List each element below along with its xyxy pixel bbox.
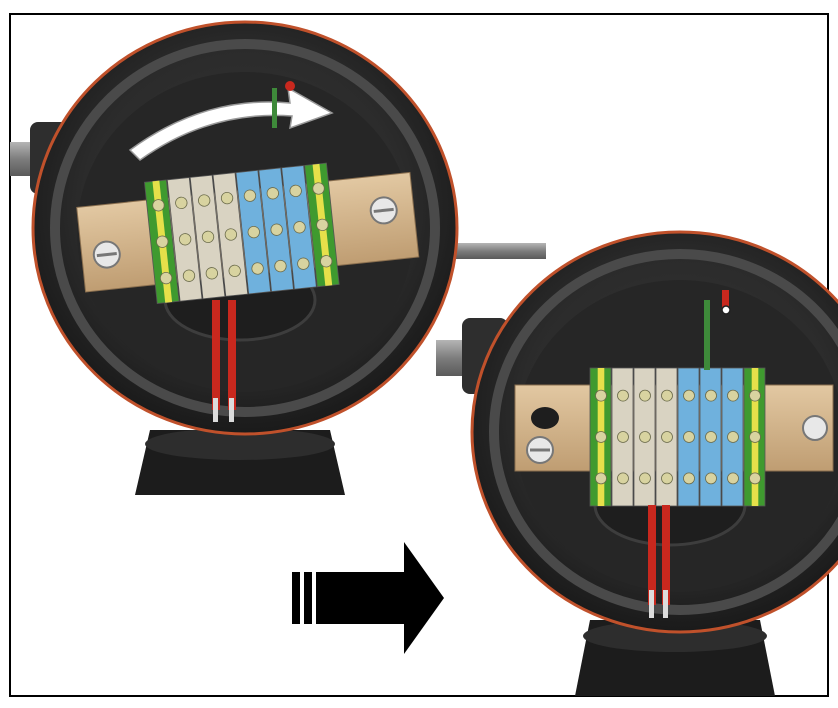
housing-after-rotation bbox=[436, 230, 838, 696]
rail-screw-right-b bbox=[802, 415, 828, 441]
right-terminal-screw bbox=[749, 389, 761, 402]
right-terminal-screw bbox=[705, 472, 717, 485]
left-terminal-screw bbox=[205, 267, 218, 280]
left-terminal-screw bbox=[243, 189, 257, 202]
right-terminal-screw bbox=[683, 389, 695, 402]
left-terminal-screw bbox=[274, 259, 287, 273]
left-terminal-screw bbox=[220, 191, 234, 205]
left-terminal-screw bbox=[159, 271, 173, 285]
red-wire-left-b bbox=[228, 300, 236, 410]
right-terminal-screw bbox=[683, 431, 695, 443]
right-terminal-screw bbox=[661, 389, 673, 402]
left-terminal-screw bbox=[289, 184, 302, 198]
red-wire-right-a bbox=[648, 505, 656, 605]
right-terminal-screw bbox=[617, 472, 629, 485]
right-terminal-screw bbox=[595, 472, 607, 485]
right-terminal-screw bbox=[639, 472, 651, 485]
left-terminal-screw bbox=[247, 225, 260, 239]
conduit-pipe bbox=[430, 243, 546, 259]
left-terminal-screw bbox=[293, 221, 306, 234]
right-terminal-screw bbox=[639, 389, 651, 402]
left-terminal-screw bbox=[228, 264, 241, 278]
right-direction-arrow-icon bbox=[292, 542, 444, 654]
right-terminal-screw bbox=[705, 431, 717, 443]
left-terminal-screw bbox=[316, 218, 329, 232]
left-terminal-screw bbox=[312, 182, 325, 195]
left-terminal-screw bbox=[182, 269, 196, 282]
right-terminal-screw bbox=[661, 431, 673, 443]
left-terminal-screw bbox=[297, 257, 310, 270]
housing-before-rotation bbox=[10, 20, 459, 495]
right-terminal-screw bbox=[705, 389, 717, 402]
curved-rotation-arrow-icon bbox=[128, 86, 334, 161]
red-wire-right-b bbox=[662, 505, 670, 605]
left-terminal-screw bbox=[266, 187, 279, 200]
right-terminal-screw bbox=[749, 431, 761, 443]
left-terminal-screw bbox=[224, 228, 238, 241]
right-terminal-screw bbox=[639, 431, 651, 443]
right-terminal-screw bbox=[727, 389, 739, 402]
right-terminal-screw bbox=[595, 389, 607, 402]
right-terminal-screw bbox=[727, 431, 739, 443]
right-terminal-screw bbox=[749, 472, 761, 485]
right-terminal-screw bbox=[617, 389, 629, 402]
right-terminal-screw bbox=[683, 472, 695, 485]
right-terminal-screw bbox=[595, 431, 607, 443]
neck-collar-left bbox=[145, 428, 335, 460]
left-terminal-screw bbox=[175, 196, 188, 210]
red-wire-left-a bbox=[212, 300, 220, 410]
housing-lip-right bbox=[489, 249, 838, 615]
housing-lip-left bbox=[50, 39, 440, 417]
left-terminal-screw bbox=[198, 194, 211, 207]
left-terminal-screw bbox=[270, 223, 283, 236]
right-terminal-screw bbox=[727, 472, 739, 485]
right-terminal-screw bbox=[617, 431, 629, 443]
left-terminal-screw bbox=[152, 199, 165, 212]
left-terminal-screw bbox=[178, 233, 192, 246]
left-terminal-screw bbox=[156, 235, 169, 248]
left-terminal-screw bbox=[251, 262, 264, 275]
left-terminal-screw bbox=[201, 230, 215, 244]
right-terminal-screw bbox=[661, 472, 673, 485]
left-terminal-screw bbox=[320, 255, 333, 268]
